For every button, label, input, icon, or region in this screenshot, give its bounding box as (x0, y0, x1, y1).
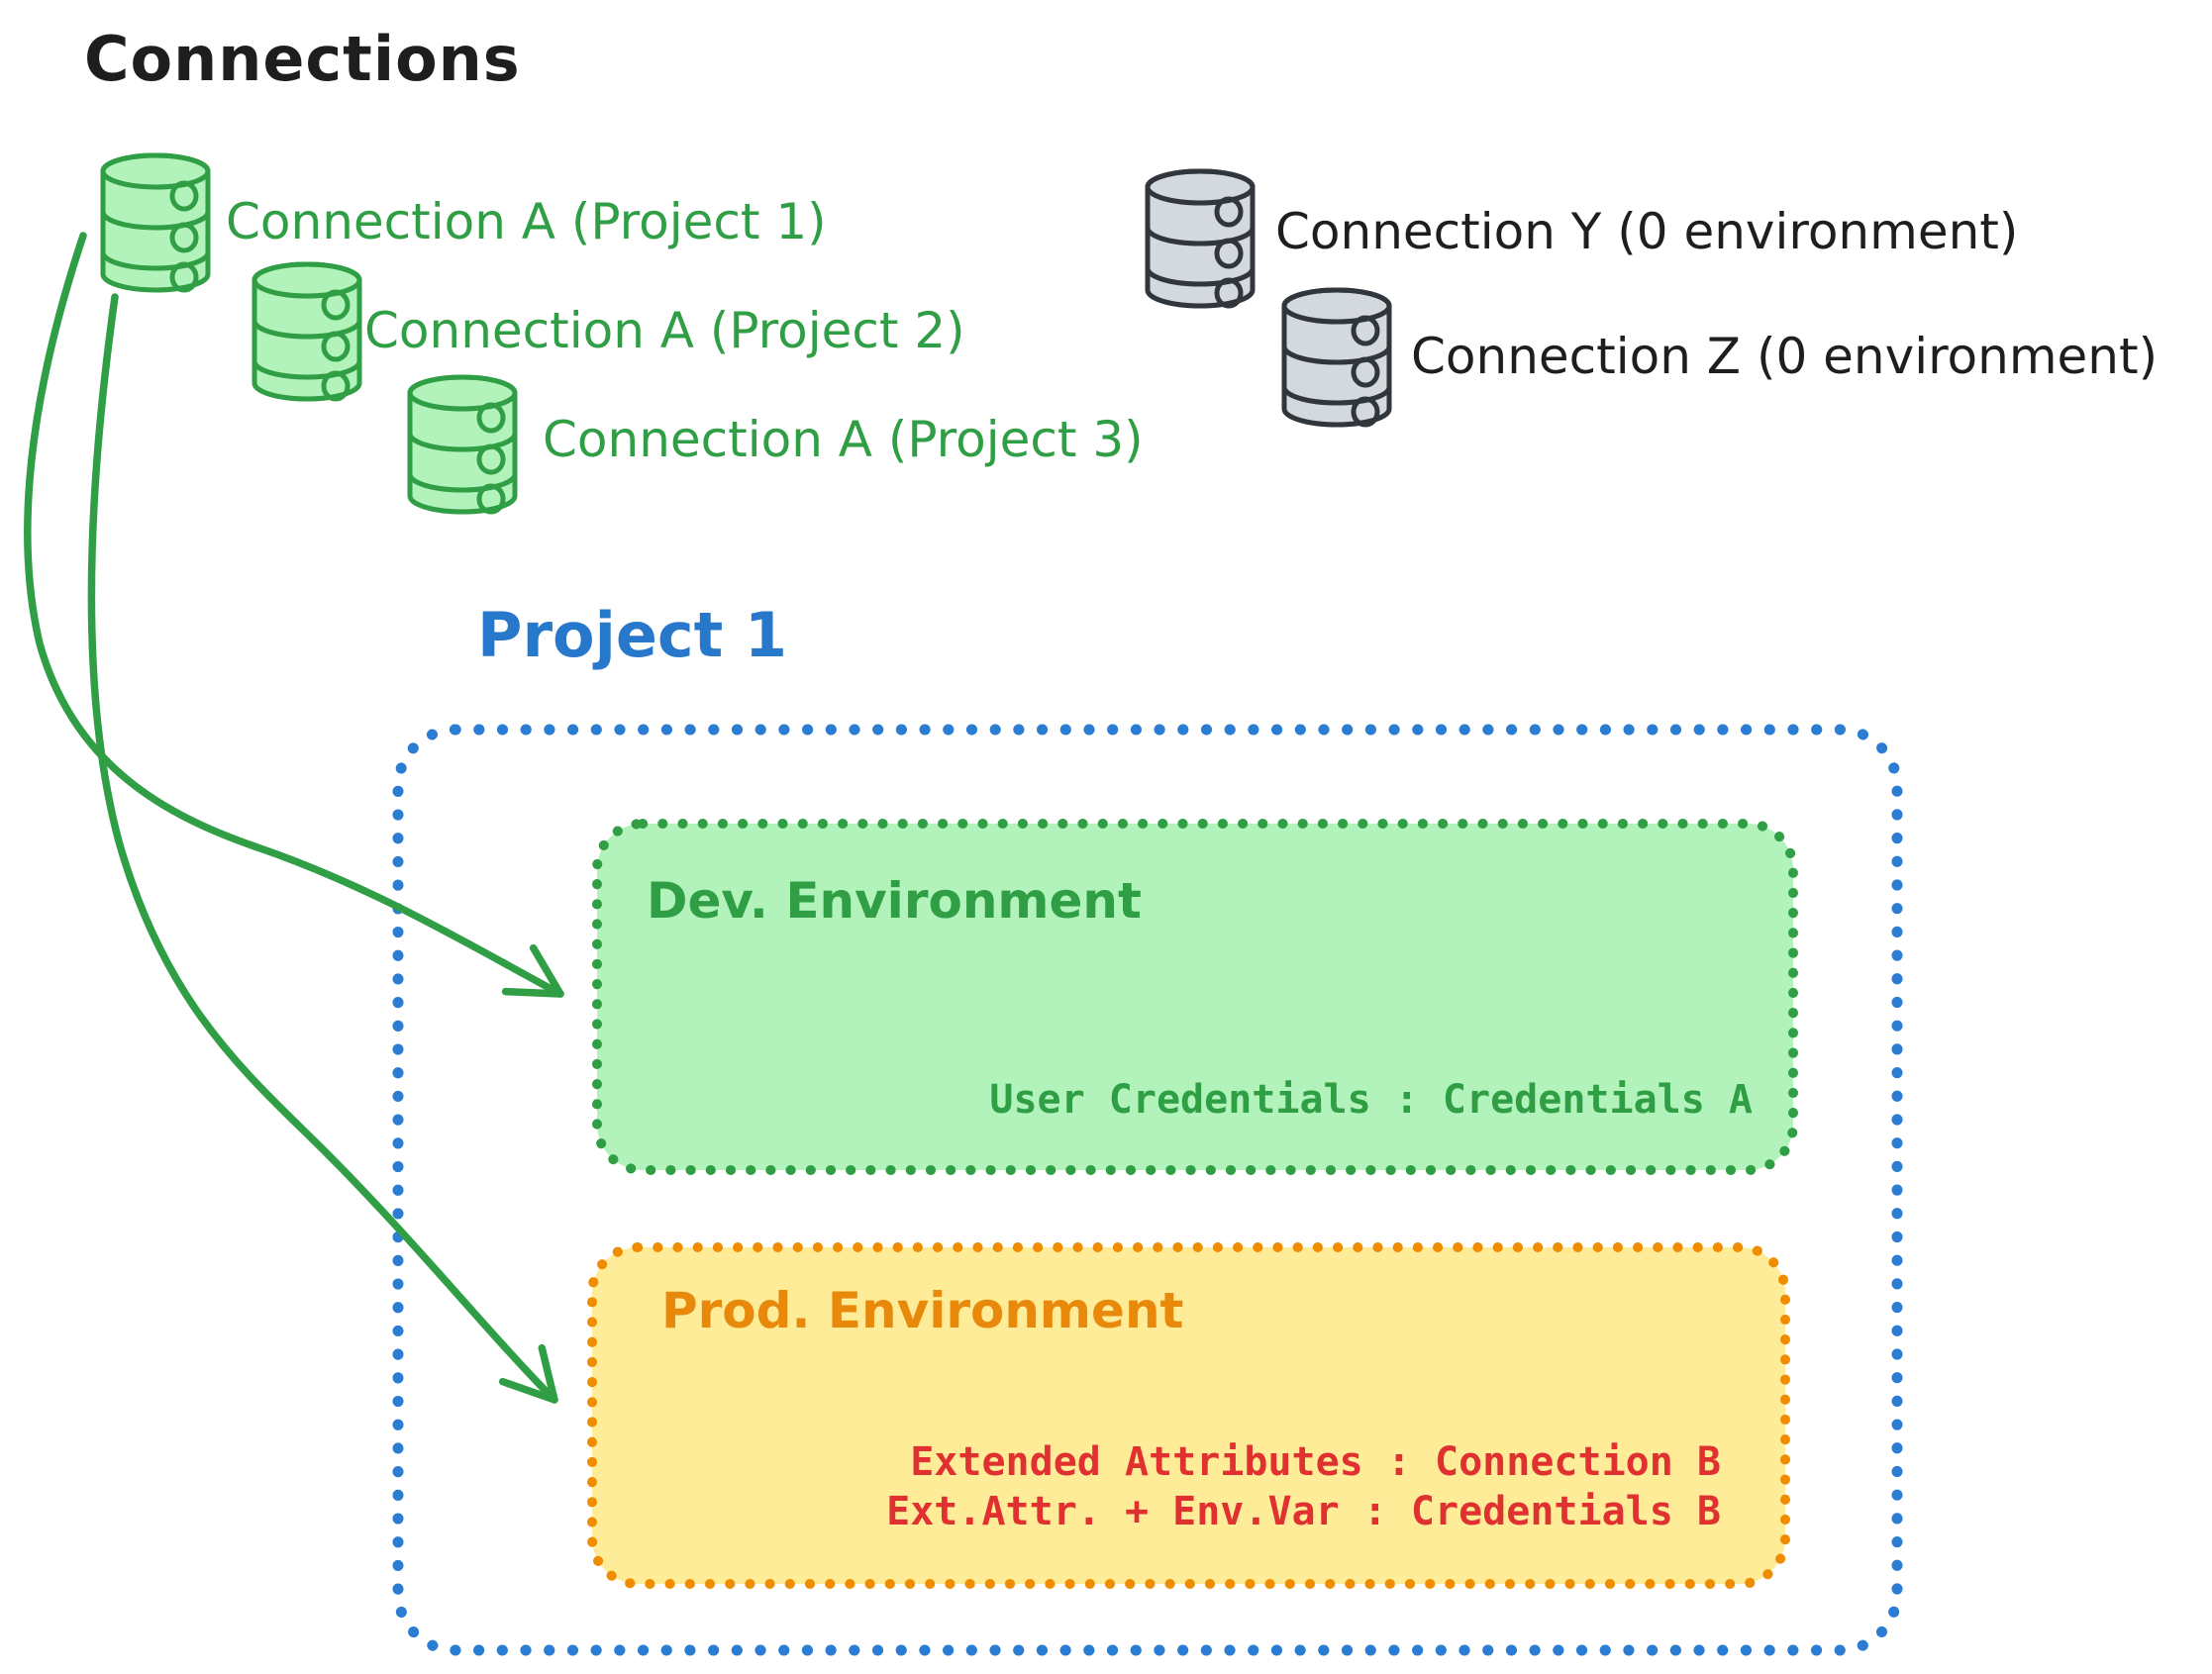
project-1-container-box (392, 724, 1903, 1656)
database-icon-connection-a-project-3 (410, 377, 515, 512)
connection-z-label: Connection Z (0 environment) (1411, 328, 2159, 385)
prod-environment-mapping-1: Extended Attributes : Connection B (910, 1439, 1721, 1485)
prod-environment-mappings: Extended Attributes : Connection B Ext.A… (693, 1437, 1721, 1536)
project-1-title: Project 1 (477, 599, 788, 671)
dev-environment-title: Dev. Environment (647, 872, 1142, 930)
dev-environment-mapping: User Credentials : Credentials A (989, 1077, 1753, 1123)
database-icon-connection-a-project-2 (254, 264, 359, 399)
connection-y-label: Connection Y (0 environment) (1275, 203, 2019, 260)
prod-environment-box (587, 1242, 1790, 1589)
connection-a-project-1-label: Connection A (Project 1) (226, 193, 827, 250)
connection-a-project-2-label: Connection A (Project 2) (364, 302, 965, 359)
arrow-connection-a-to-prod-environment (87, 293, 558, 1404)
database-icon-connection-z (1284, 290, 1389, 425)
diagram-title: Connections (84, 23, 521, 95)
dev-environment-box (592, 819, 1798, 1175)
prod-environment-mapping-2: Ext.Attr. + Env.Var : Credentials B (886, 1489, 1721, 1534)
database-icon-connection-y (1148, 171, 1253, 306)
connection-a-project-3-label: Connection A (Project 3) (543, 411, 1144, 468)
arrow-connection-a-to-dev-environment (24, 232, 564, 998)
prod-environment-title: Prod. Environment (661, 1282, 1184, 1339)
database-icon-connection-a-project-1 (103, 155, 208, 290)
